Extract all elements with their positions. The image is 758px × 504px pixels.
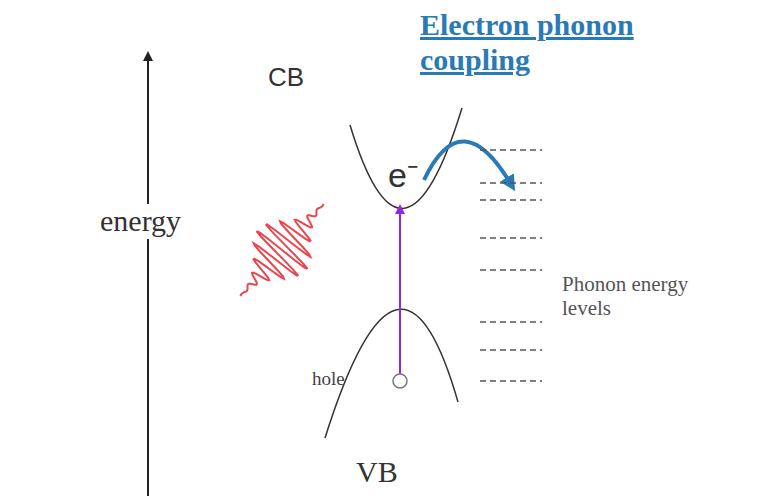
hole-dot xyxy=(393,374,407,388)
axis-label: energy xyxy=(98,204,183,239)
valence-band xyxy=(325,309,458,438)
band-label: CB xyxy=(268,63,304,93)
phonon-levels xyxy=(480,150,542,381)
electron-label: e⁻ xyxy=(388,156,418,195)
conduction-band xyxy=(350,108,462,208)
coupling-title: Electron phonon coupling xyxy=(420,8,730,77)
excitation-arrow xyxy=(399,206,401,374)
hole-label: hole xyxy=(312,368,345,390)
band-label: VB xyxy=(356,455,398,490)
phonon-label: Phonon energy levels xyxy=(562,272,722,320)
coupling-arrow xyxy=(424,141,512,186)
energy-axis xyxy=(147,56,149,496)
light-pulse xyxy=(217,183,347,317)
